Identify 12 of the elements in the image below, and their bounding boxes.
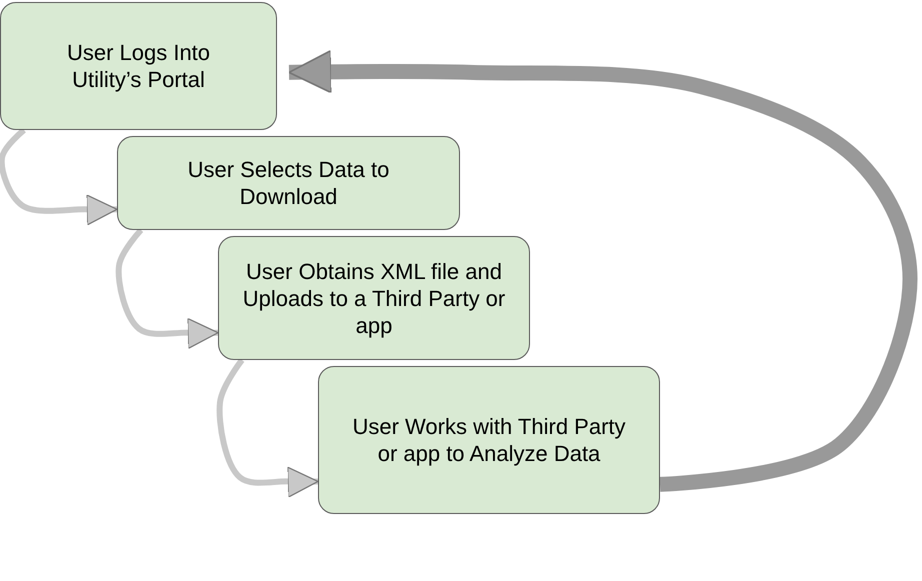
arrow bbox=[116, 228, 219, 349]
arrow bbox=[0, 128, 118, 226]
step-text: User Obtains XML file and Uploads to a Third Party or app bbox=[242, 258, 506, 338]
step-text: User Works with Third Party or app to Analyze Data bbox=[351, 413, 627, 467]
process-box bbox=[318, 366, 660, 514]
step-text: User Logs Into Utility’s Portal bbox=[66, 39, 212, 93]
process-box bbox=[117, 136, 460, 230]
process-box bbox=[0, 2, 277, 130]
arrow bbox=[216, 358, 319, 498]
arrow bbox=[288, 50, 918, 492]
step-text: User Selects Data to Download bbox=[186, 156, 390, 210]
process-box bbox=[218, 236, 530, 360]
